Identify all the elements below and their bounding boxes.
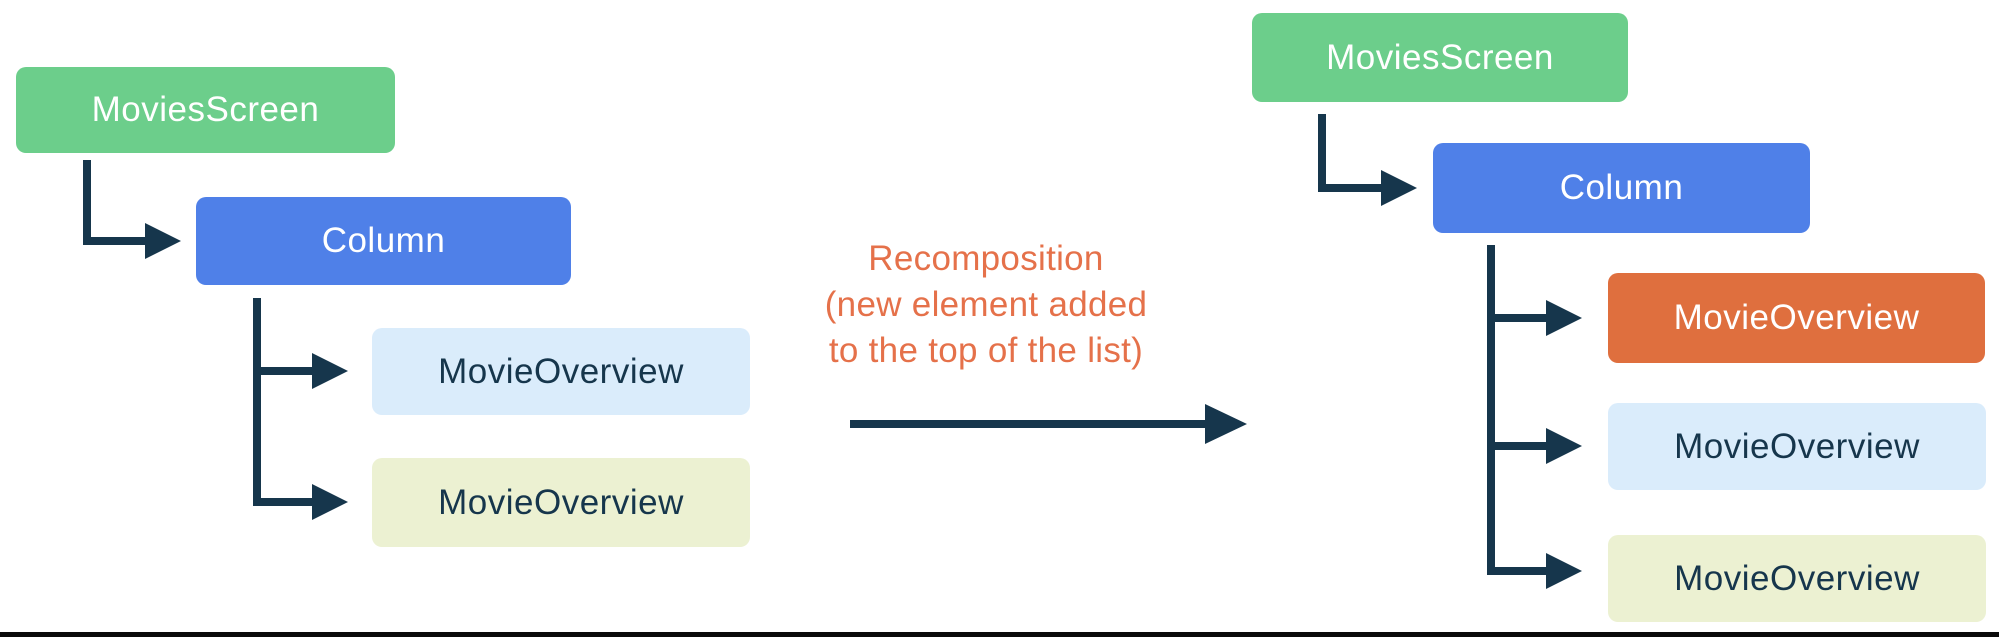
- left-tree-node-movieoverview-2: MovieOverview: [372, 458, 750, 547]
- bottom-divider: [0, 632, 1999, 637]
- recomposition-arrow: [850, 404, 1247, 444]
- left-tree-node-moviesscreen: MoviesScreen: [16, 67, 395, 153]
- right-tree-node-moviesscreen: MoviesScreen: [1252, 13, 1628, 102]
- connector-left-column-to-children: [253, 298, 348, 520]
- connector-right-root-to-column: [1318, 114, 1417, 206]
- arrowhead-icon: [1546, 428, 1582, 464]
- right-tree-node-movieoverview-new: MovieOverview: [1608, 273, 1985, 363]
- right-tree-node-column: Column: [1433, 143, 1810, 233]
- right-tree-node-movieoverview-2: MovieOverview: [1608, 403, 1986, 490]
- annotation-line-1: Recomposition: [868, 239, 1104, 278]
- annotation-line-3: to the top of the list): [828, 331, 1144, 370]
- arrowhead-icon: [312, 484, 348, 520]
- arrowhead-icon: [1205, 404, 1247, 444]
- recomposition-annotation: Recomposition (new element added to the …: [790, 236, 1182, 374]
- arrowhead-icon: [1546, 300, 1582, 336]
- arrowhead-icon: [312, 353, 348, 389]
- arrowhead-icon: [1546, 553, 1582, 589]
- arrowhead-icon: [1381, 170, 1417, 206]
- right-tree-node-movieoverview-3: MovieOverview: [1608, 535, 1986, 622]
- arrowhead-icon: [145, 223, 181, 259]
- connector-right-column-to-children: [1487, 245, 1582, 589]
- connector-left-root-to-column: [83, 160, 181, 259]
- annotation-line-2: (new element added: [824, 285, 1148, 324]
- left-tree-node-column: Column: [196, 197, 571, 285]
- left-tree-node-movieoverview-1: MovieOverview: [372, 328, 750, 415]
